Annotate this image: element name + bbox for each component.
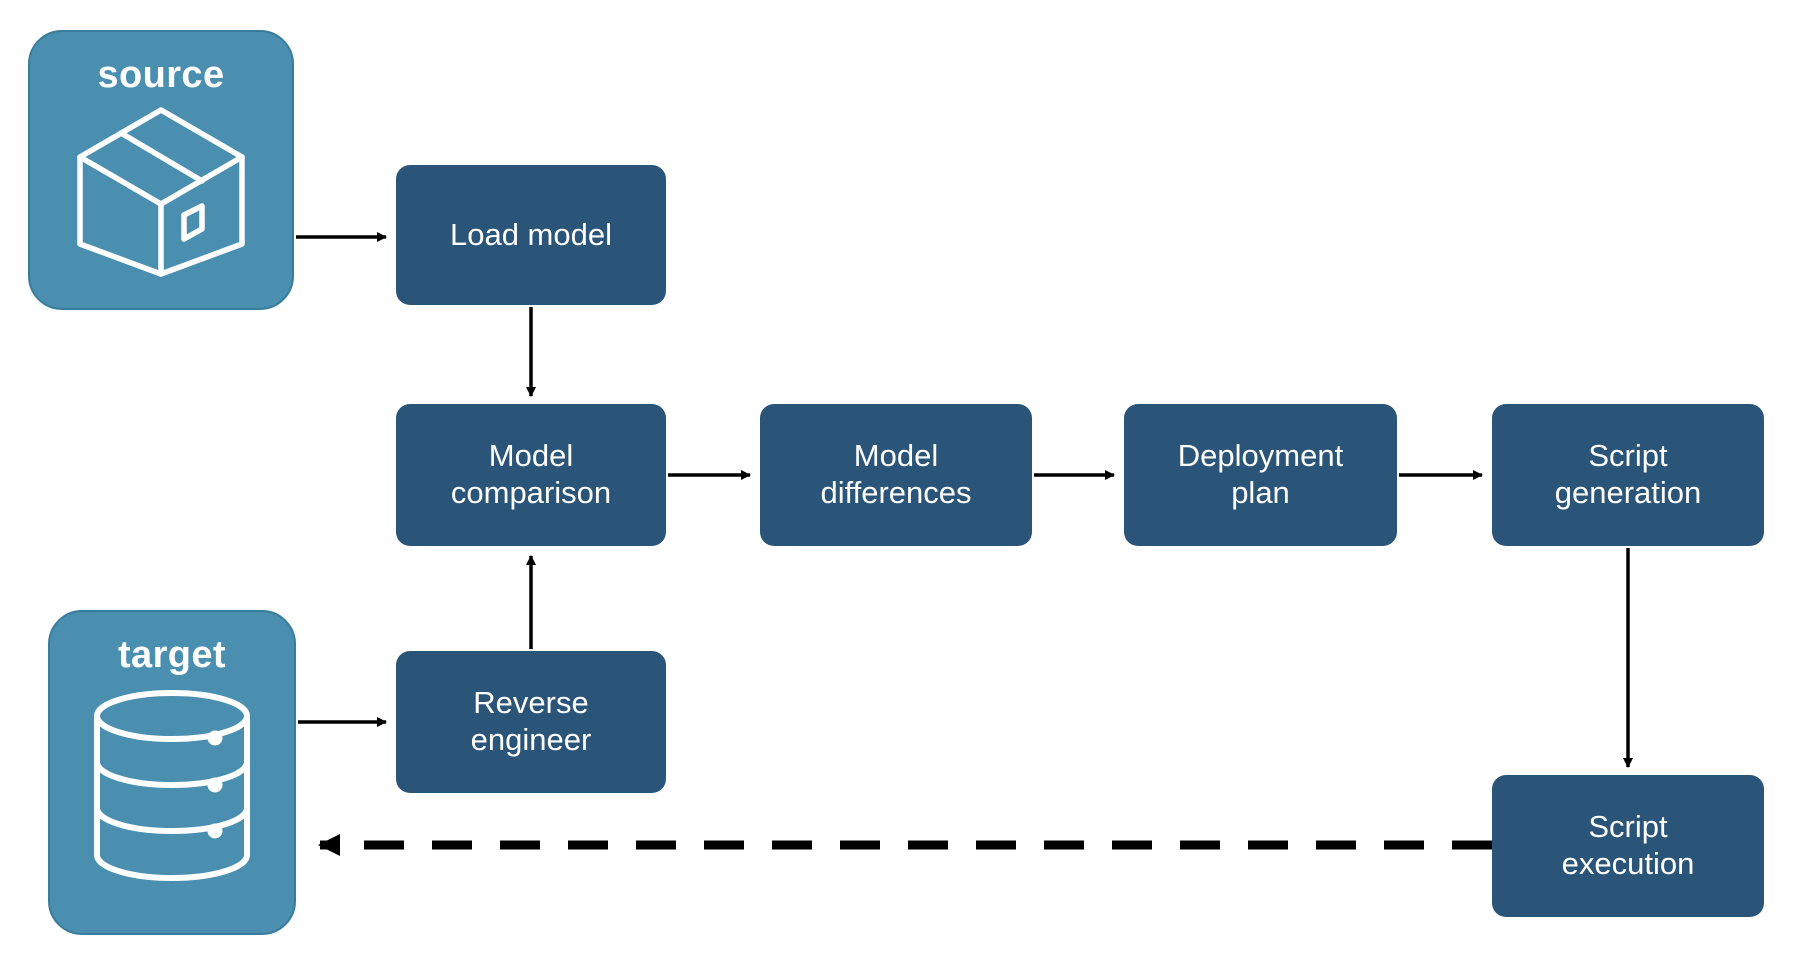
endpoint-source-label: source [97,54,225,96]
process-model-differences-label: Model differences [820,438,972,510]
process-script-generation-label: Script generation [1554,438,1702,510]
process-script-execution-label: Script execution [1561,809,1695,881]
endpoint-source[interactable]: source [28,30,294,310]
process-deployment-plan-label: Deployment plan [1177,438,1344,510]
process-model-comparison[interactable]: Model comparison [396,404,666,546]
process-deployment-plan[interactable]: Deployment plan [1124,404,1397,546]
process-load-model-label: Load model [449,216,612,252]
process-model-comparison-label: Model comparison [450,438,612,510]
endpoint-target[interactable]: target [48,610,296,935]
process-model-differences[interactable]: Model differences [760,404,1032,546]
process-reverse-engineer-label: Reverse engineer [470,685,592,757]
process-load-model[interactable]: Load model [396,165,666,305]
endpoint-target-label: target [118,634,226,676]
database-cylinder-icon [89,688,255,888]
process-script-generation[interactable]: Script generation [1492,404,1764,546]
package-box-icon [66,102,256,287]
process-reverse-engineer[interactable]: Reverse engineer [396,651,666,793]
process-script-execution[interactable]: Script execution [1492,775,1764,917]
